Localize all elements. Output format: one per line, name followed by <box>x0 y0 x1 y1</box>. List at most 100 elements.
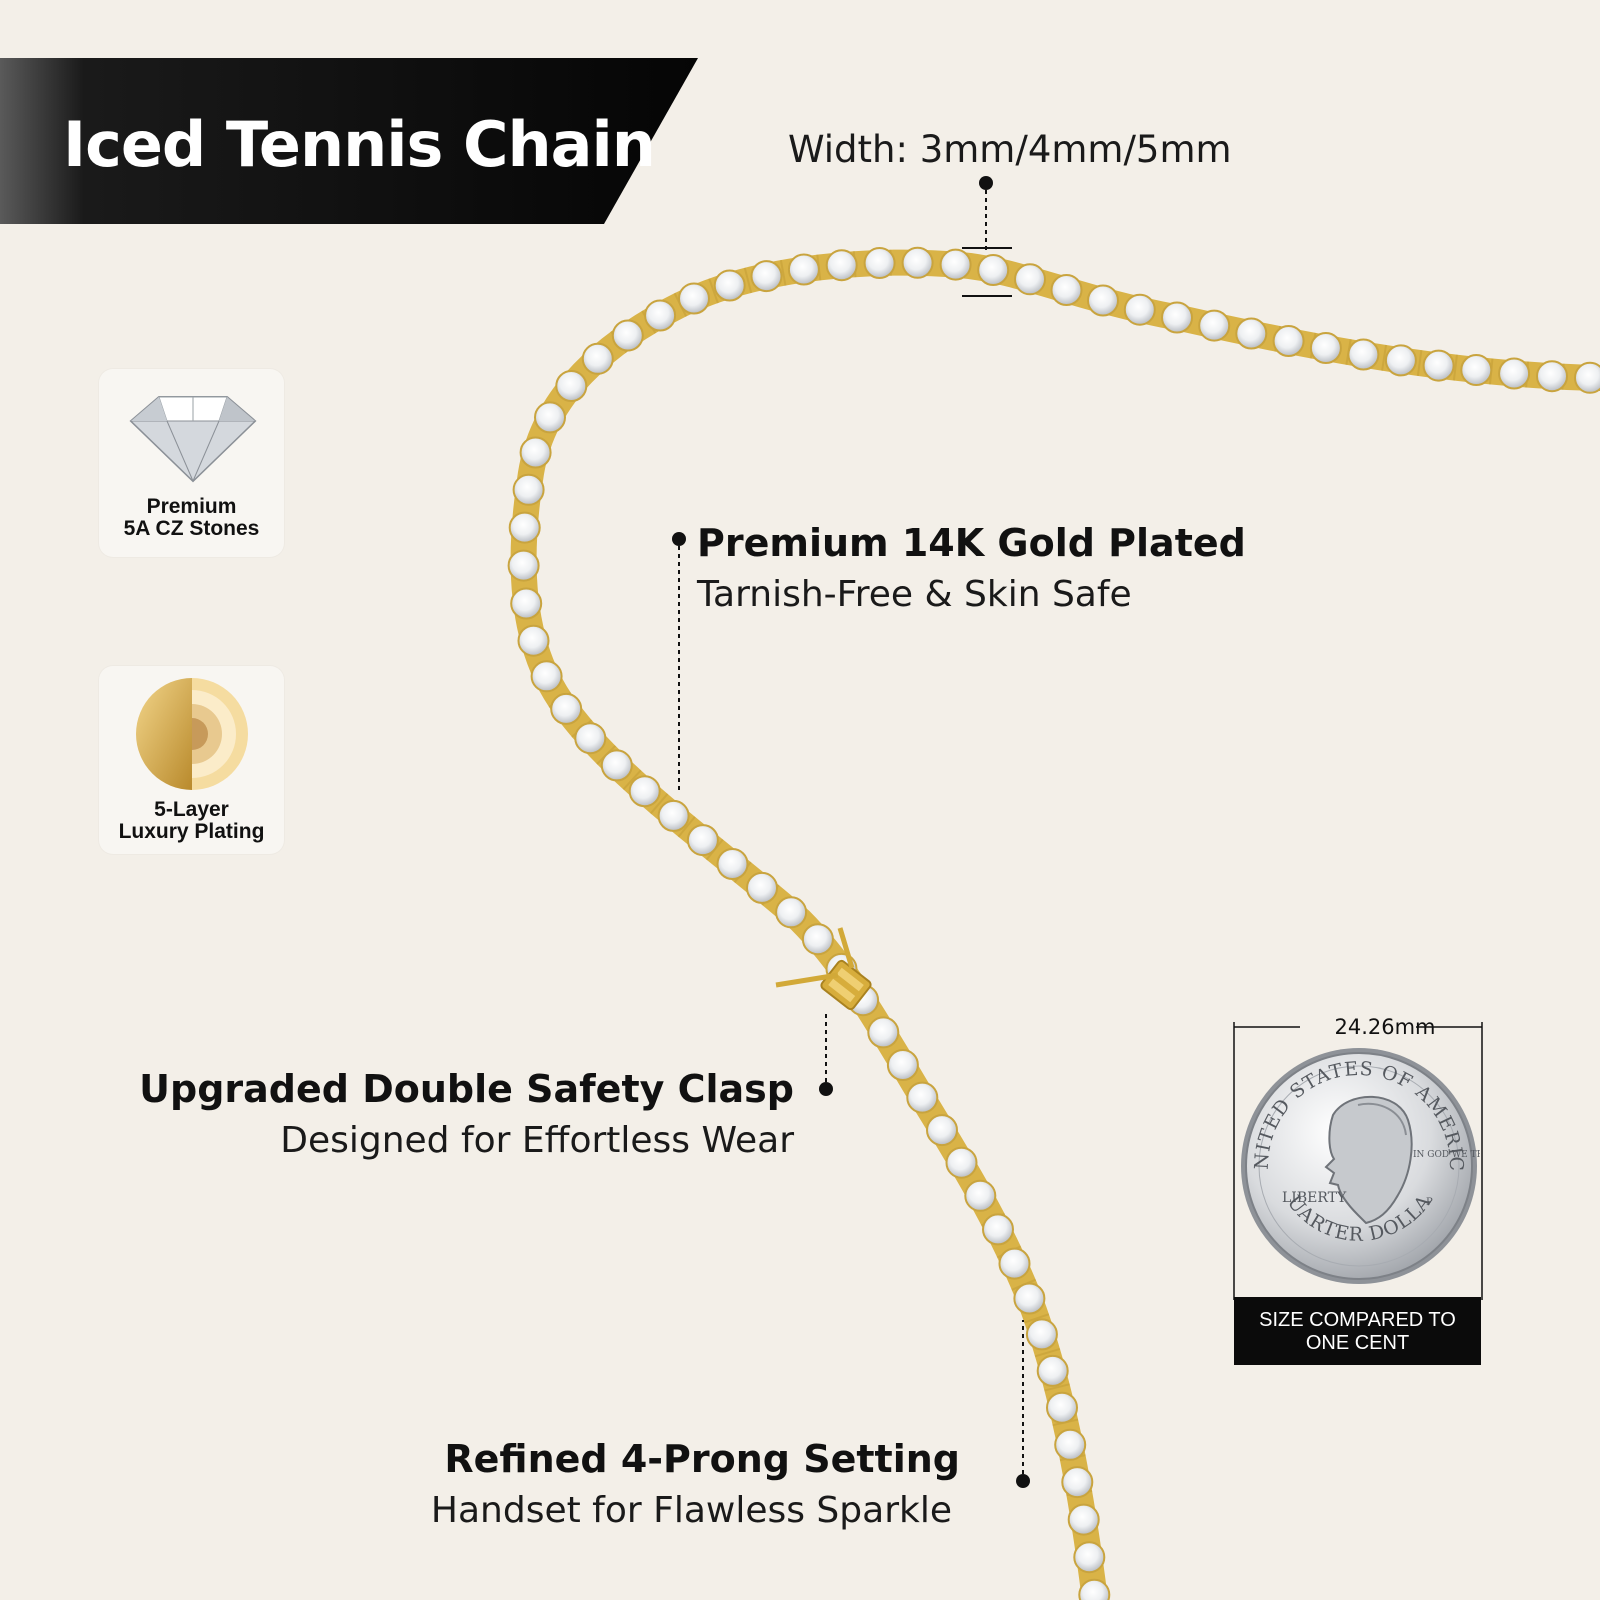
prong-callout-subtitle: Handset for Flawless Sparkle <box>430 1490 952 1531</box>
chain-stone <box>1460 354 1493 386</box>
chain-stone <box>686 824 719 857</box>
chain-stone <box>600 749 633 782</box>
gold-callout-dot <box>672 532 686 546</box>
chain-stone <box>1054 1428 1087 1461</box>
chain-stone <box>550 692 583 725</box>
clasp-callout-dot <box>819 1082 833 1096</box>
coin-mint: P <box>1426 1197 1433 1208</box>
chain-stone <box>628 775 661 808</box>
chain-stone <box>534 401 566 434</box>
feature-label-line1: 5-Layer <box>154 798 229 821</box>
feature-card-plating: 5-Layer Luxury Plating <box>99 666 284 854</box>
diamond-icon <box>129 396 257 483</box>
chain-stone <box>775 896 808 929</box>
chain-stone <box>750 260 783 293</box>
chain-stone <box>1384 344 1417 377</box>
width-label: Width: 3mm/4mm/5mm <box>788 128 1232 171</box>
chain-stone <box>867 1016 900 1049</box>
chain-stone <box>678 282 710 315</box>
chain-stone <box>1073 1541 1106 1574</box>
chain-stone <box>1025 1318 1058 1351</box>
chain-stone <box>964 1179 997 1212</box>
chain-stone <box>1123 293 1156 326</box>
clasp-lever-top <box>837 927 855 969</box>
chain-stone <box>1574 361 1600 394</box>
chain-stone <box>1013 1282 1046 1315</box>
clasp-callout-subtitle: Designed for Effortless Wear <box>280 1120 794 1161</box>
chain-stone <box>801 923 834 956</box>
chain-stone <box>926 1114 958 1147</box>
chain-stone <box>530 660 563 693</box>
chain-stone <box>1087 284 1119 317</box>
chain-stone <box>863 247 896 279</box>
coin-dimension-label: 24.26mm <box>1334 1015 1436 1039</box>
chain-stone <box>1014 263 1046 296</box>
plating-layers-icon <box>136 678 248 790</box>
chain-stone <box>998 1247 1031 1280</box>
chain-stones <box>507 246 1600 1600</box>
coin-motto: IN GOD WE TRUST <box>1413 1150 1480 1160</box>
chain-stone <box>1198 309 1231 342</box>
quarter-coin-image: UNITED STATES OF AMERICA QUARTER DOLLAR … <box>1238 1045 1480 1284</box>
chain-stone <box>517 624 550 657</box>
chain-stone <box>1272 325 1305 357</box>
chain-stone <box>939 248 972 281</box>
chain-stone <box>1235 317 1268 350</box>
chain-stone <box>611 319 644 352</box>
chain-stone <box>657 799 690 832</box>
chain-stone <box>1536 360 1568 393</box>
title-banner-shape <box>0 58 698 224</box>
coin-liberty: LIBERTY <box>1282 1190 1347 1206</box>
chain-stone <box>574 722 607 755</box>
chain-stone <box>512 473 545 506</box>
prong-callout-title: Refined 4-Prong Setting <box>444 1437 960 1481</box>
width-marker-dot <box>979 176 993 190</box>
chain-stone <box>746 871 778 904</box>
chain-stone <box>1050 274 1083 306</box>
chain-stone <box>825 249 858 282</box>
gold-callout-title: Premium 14K Gold Plated <box>697 521 1246 565</box>
chain-stone <box>787 253 820 286</box>
chain-stone <box>716 848 749 880</box>
chain-stone <box>1161 301 1193 334</box>
clasp-lever-left <box>775 972 839 988</box>
chain-stone <box>1422 349 1455 382</box>
chain-stone <box>1309 332 1342 364</box>
chain-stone <box>644 299 677 332</box>
chain-stone <box>1067 1503 1100 1536</box>
page-title: Iced Tennis Chain <box>63 108 656 181</box>
chain-stone <box>886 1049 919 1081</box>
coin-dimension-guides <box>1233 1022 1483 1300</box>
chain-stone <box>1347 338 1380 371</box>
chain-stone <box>555 370 588 402</box>
chain-stone <box>1036 1354 1069 1387</box>
coin-caption-line2: ONE CENT <box>1305 1332 1410 1354</box>
chain-stone <box>510 587 543 620</box>
chain-stone <box>977 254 1010 286</box>
chain-stone <box>507 549 540 582</box>
chain-stone <box>713 269 746 302</box>
chain-stone <box>1498 357 1531 390</box>
safety-clasp <box>820 959 872 1011</box>
feature-card-cz-stones: Premium 5A CZ Stones <box>99 369 284 557</box>
coin-profile <box>1324 1095 1413 1225</box>
feature-label-line1: Premium <box>146 495 237 518</box>
chain-stone <box>1046 1391 1078 1424</box>
chain-stone <box>982 1213 1014 1246</box>
coin-caption-line1: SIZE COMPARED TO <box>1259 1309 1456 1331</box>
title-banner <box>0 58 700 226</box>
chain-stone <box>906 1081 939 1114</box>
feature-label-line2: 5A CZ Stones <box>123 517 260 540</box>
coin-caption-box: SIZE COMPARED TO ONE CENT <box>1234 1297 1481 1365</box>
chain-stone <box>945 1146 978 1179</box>
chain-stone <box>581 342 614 375</box>
feature-label-line2: Luxury Plating <box>118 820 265 843</box>
chain-stone <box>1078 1578 1111 1600</box>
gold-callout-subtitle: Tarnish-Free & Skin Safe <box>697 574 1132 615</box>
clasp-callout-title: Upgraded Double Safety Clasp <box>139 1067 794 1111</box>
prong-callout-dot <box>1016 1474 1030 1488</box>
chain-stone <box>519 436 552 469</box>
chain-stone <box>901 246 934 279</box>
